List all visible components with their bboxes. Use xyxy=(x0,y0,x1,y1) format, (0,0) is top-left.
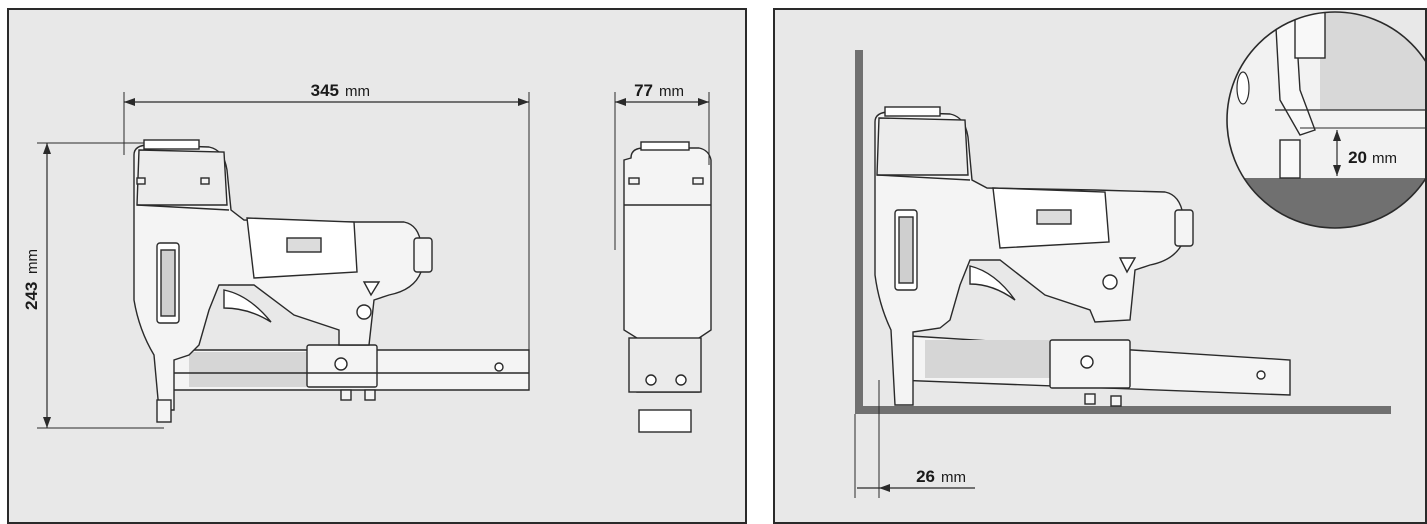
width-dimension: 77 mm xyxy=(614,81,710,250)
floor-clearance-unit: mm xyxy=(1372,150,1397,167)
length-value: 345 xyxy=(311,81,339,100)
svg-text:26: 26 xyxy=(916,467,935,486)
svg-text:243: 243 xyxy=(22,282,41,310)
width-unit: mm xyxy=(659,83,684,100)
width-value: 77 xyxy=(634,81,653,100)
wall-clearance-dimension: 26 mm xyxy=(854,380,975,498)
tool-dimensions-drawing: 345 mm 77 mm 243 mm xyxy=(22,81,712,433)
wall-clearance-value: 26 xyxy=(916,467,935,486)
length-dimension: 345 mm xyxy=(123,81,530,390)
floor xyxy=(855,406,1391,414)
svg-text:20: 20 xyxy=(1348,148,1367,167)
stapler-clearance-view xyxy=(874,106,1291,407)
wall xyxy=(855,50,863,414)
svg-text:345: 345 xyxy=(311,81,339,100)
height-dimension: 243 mm xyxy=(22,142,164,429)
dimensions-panel: 345 mm 77 mm 243 mm xyxy=(7,8,747,524)
clearance-drawing: 26 mm 20 xyxy=(854,11,1425,498)
wall-clearance-unit: mm xyxy=(941,469,966,486)
svg-text:77: 77 xyxy=(634,81,653,100)
stapler-side-view xyxy=(133,139,530,423)
stapler-rear-view xyxy=(623,141,712,433)
floor-clearance-value: 20 xyxy=(1348,148,1367,167)
clearance-panel: 26 mm 20 xyxy=(773,8,1427,524)
floor-clearance-detail: 20 mm xyxy=(1226,11,1425,229)
height-value: 243 xyxy=(22,282,41,310)
height-unit: mm xyxy=(24,249,41,274)
length-unit: mm xyxy=(345,83,370,100)
